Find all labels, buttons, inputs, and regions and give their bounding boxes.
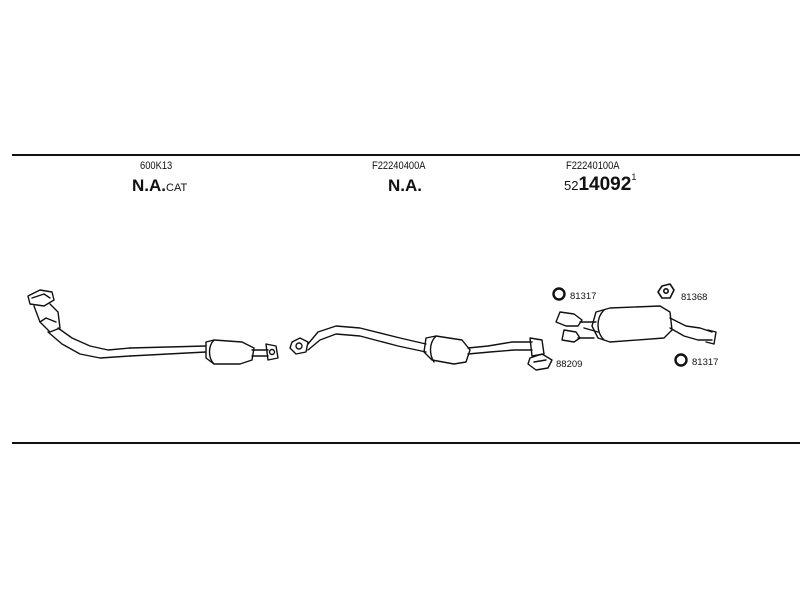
section-2-main: N.A. [388, 176, 422, 195]
part-label-gasket: 88209 [556, 359, 582, 370]
section-1-label: N.A.CAT [132, 176, 187, 196]
ring-icon [552, 287, 566, 301]
top-divider-line [12, 154, 800, 156]
section-3-part-number: 14092 [578, 174, 632, 195]
gasket-clamp-icon [527, 353, 553, 371]
part-label-rubber-mount: 81368 [681, 292, 707, 303]
ring-icon [674, 353, 688, 367]
section-1-main: N.A. [132, 176, 166, 195]
section-3-prefix: 52 [564, 178, 579, 193]
center-pipe-muffler-drawing [289, 325, 545, 365]
front-pipe-catalyst-drawing [27, 289, 279, 365]
bottom-divider-line [12, 442, 800, 444]
section-3-part-label: 52140921 [564, 172, 637, 196]
rubber-mount-icon [657, 283, 675, 299]
section-1-code: 600K13 [140, 160, 173, 172]
part-label-ring-top: 81317 [570, 291, 596, 302]
section-1-suffix: CAT [166, 182, 188, 194]
rear-muffler-drawing [555, 305, 717, 345]
section-2-code: F22240400A [372, 160, 426, 172]
section-3-code: F22240100A [566, 160, 620, 172]
section-3-superscript: 1 [631, 172, 637, 182]
part-label-ring-bottom: 81317 [692, 357, 718, 368]
